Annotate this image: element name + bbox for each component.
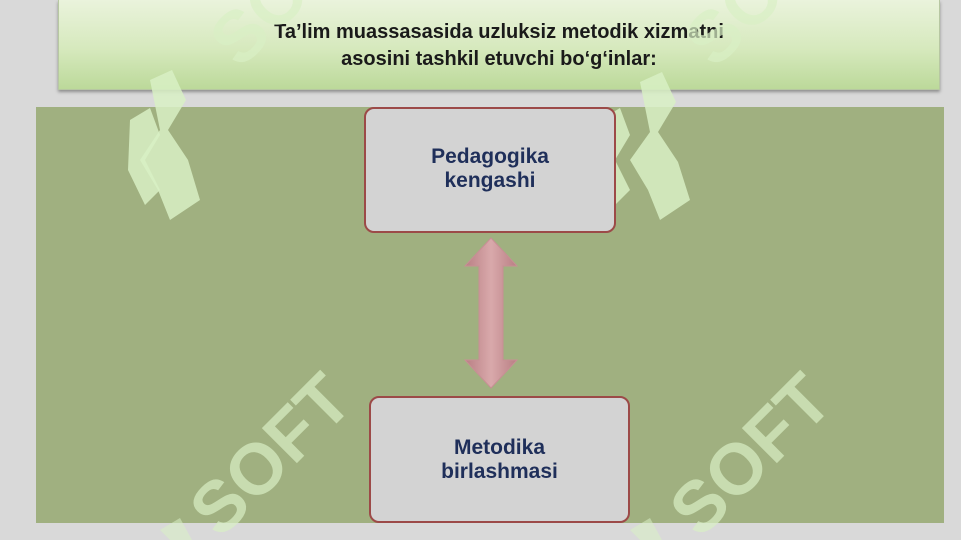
double-arrow-connector [463,237,519,389]
page-title: Ta’lim muassasasida uzluksiz metodik xiz… [274,19,724,73]
node-bottom-line-2: birlashmasi [441,459,558,483]
title-line-2: asosini tashkil etuvchi bo‘g‘inlar: [341,47,657,70]
title-line-1: Ta’lim muassasasida uzluksiz metodik xiz… [274,20,724,43]
node-top-line-1: Pedagogika [431,145,549,168]
double-arrow-icon [463,237,519,389]
node-label: Metodika birlashmasi [441,436,558,484]
node-top-line-2: kengashi [444,169,536,192]
title-banner: Ta’lim muassasasida uzluksiz metodik xiz… [58,0,940,90]
node-metodika-birlashmasi: Metodika birlashmasi [369,396,630,523]
node-pedagogika-kengashi: Pedagogika kengashi [364,107,616,233]
node-label: Pedagogika kengashi [431,145,549,193]
node-bottom-line-1: Metodika [453,435,545,459]
